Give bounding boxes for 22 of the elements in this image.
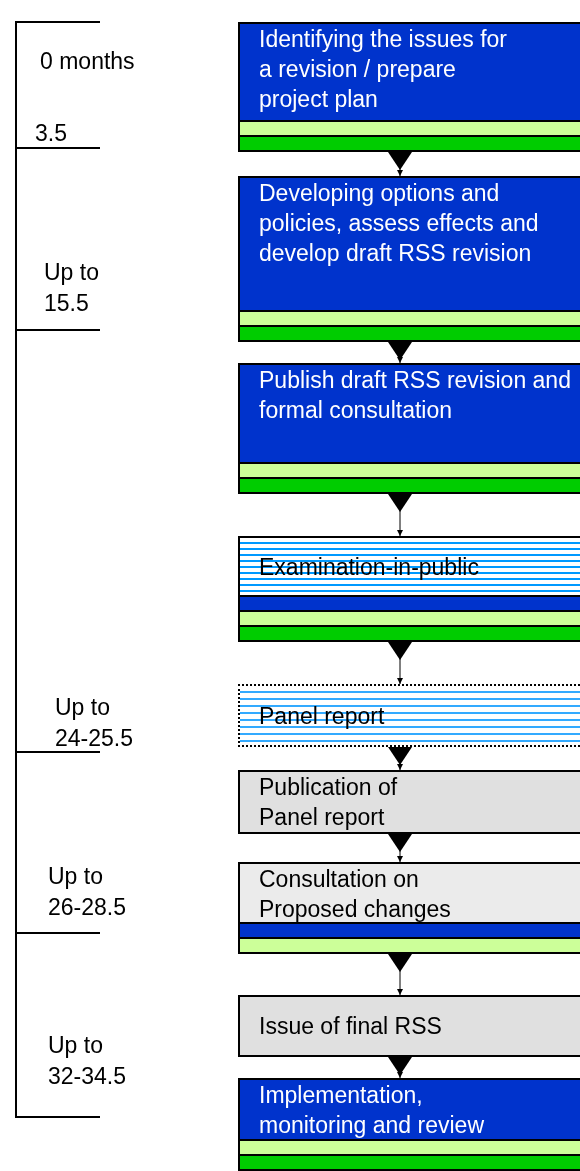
step-text: Identifying the issues for a revision / prepare project plan: [259, 25, 509, 114]
process-box: [238, 176, 580, 342]
step-text: Publish draft RSS revision and formal consultation: [259, 366, 572, 425]
timeline-label: Up to 24-25.5: [55, 693, 134, 753]
timeline-label: Up to 15.5: [44, 258, 100, 318]
process-box: [238, 995, 580, 1057]
timeline-label: Up to 32-34.5: [48, 1031, 127, 1091]
step-text: Publication of Panel report: [259, 773, 399, 832]
step-text: Issue of final RSS: [259, 1012, 442, 1041]
step-text: Developing options and policies, assess effects and develop draft RSS revision: [259, 179, 540, 268]
process-box: [238, 684, 580, 747]
process-box: [238, 862, 580, 954]
timeline-label: Up to 26-28.5: [48, 862, 127, 922]
timeline-label: 0 months: [40, 47, 136, 76]
step-text: Implementation, monitoring and review: [259, 1081, 485, 1139]
process-box: [238, 1078, 580, 1171]
process-box: [238, 363, 580, 494]
process-box: [238, 22, 580, 152]
process-box: [238, 770, 580, 834]
step-text: Consultation on Proposed changes: [259, 865, 452, 922]
timeline-label: 3.5: [35, 119, 68, 148]
process-box: [238, 536, 580, 642]
